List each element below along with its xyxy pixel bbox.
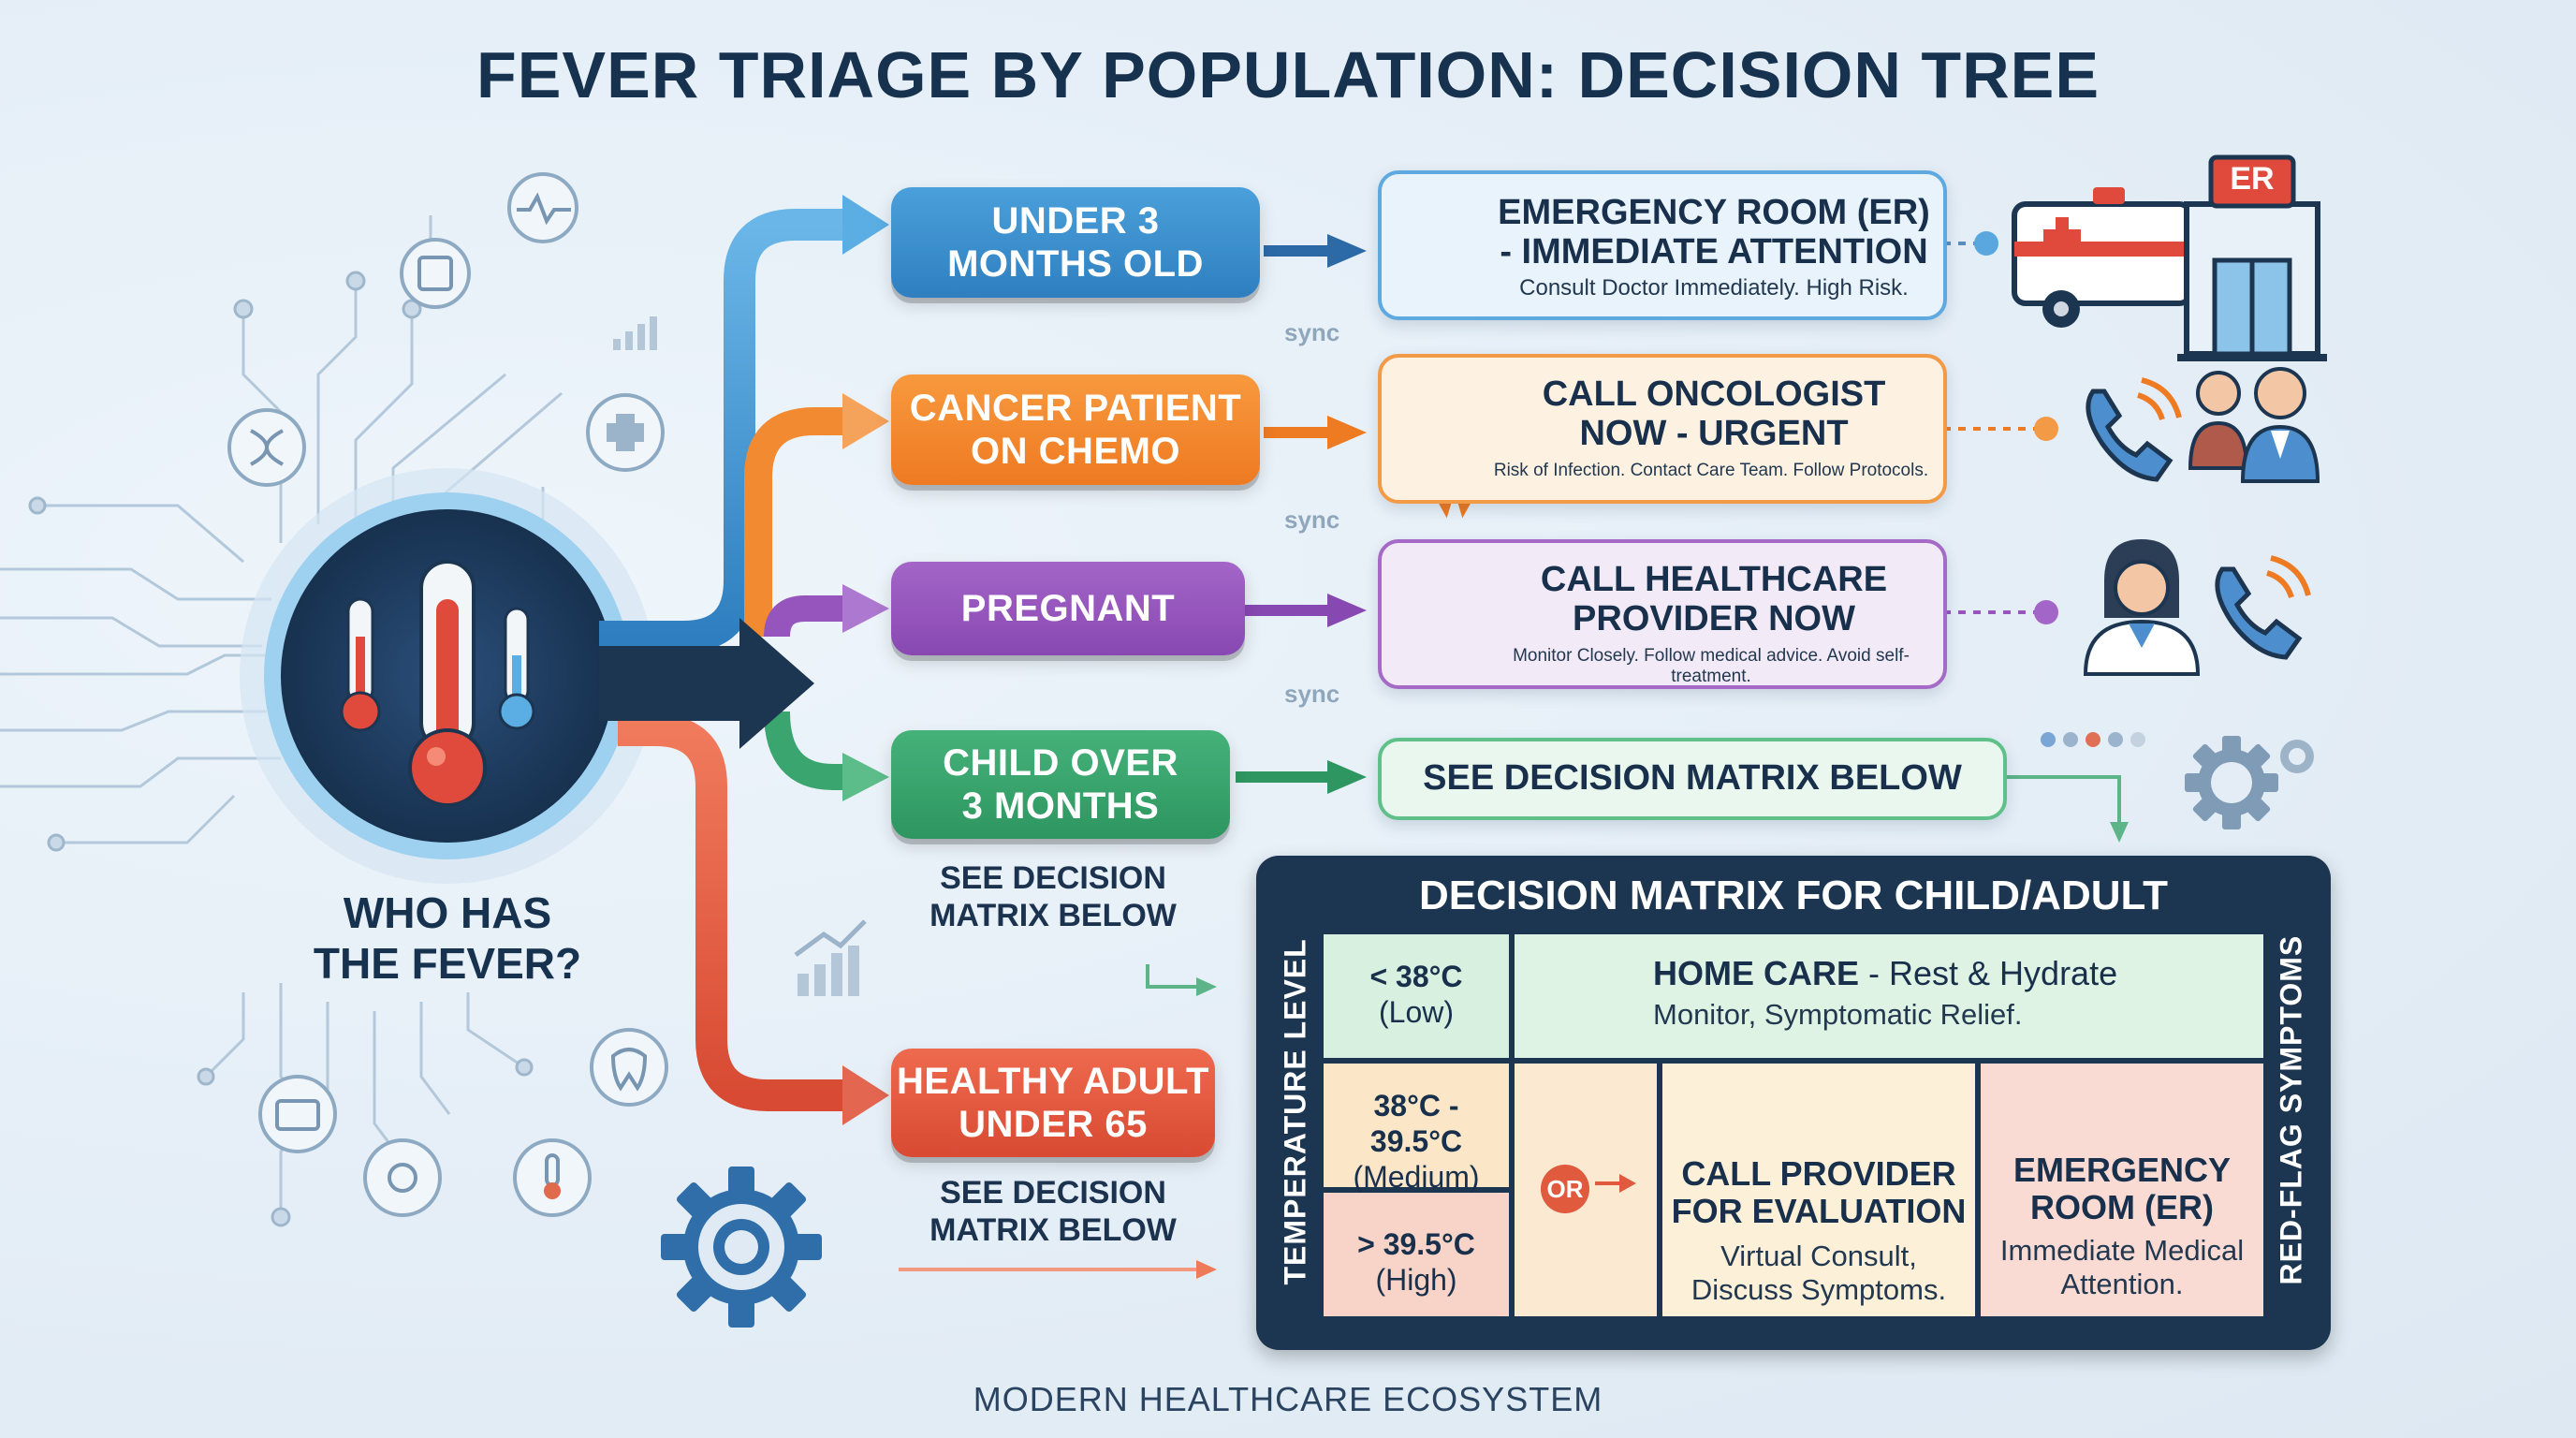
outcome-matrix-card[interactable]: SEE DECISION MATRIX BELOW [1378,738,2007,820]
thermometer-large-icon [408,560,487,807]
gear-right-icon [2185,736,2278,829]
medical-cross-icon [586,393,665,472]
temperature-level-label: TEMPERATURE LEVEL [1278,938,1312,1285]
tooth-icon [590,1028,668,1107]
or-arrow-head [1619,1174,1636,1193]
level-high-cell: > 39.5°C(High) [1324,1193,1509,1316]
phone-icon [2086,377,2182,482]
thermometer-right-icon [498,607,535,730]
matrix-title: DECISION MATRIX FOR CHILD/ADULT [1418,873,2169,918]
branch-green-arrow [764,711,889,801]
monitor-icon [258,1075,337,1153]
emergency-text: Immediate Medical Attention. [1999,1234,2245,1300]
home-care-text: Monitor, Symptomatic Relief. [1653,998,2023,1031]
connector-arrows [899,234,2129,1279]
population-child-over-3-months[interactable]: CHILD OVER 3 MONTHS [891,730,1230,839]
or-cell: OR [1515,1064,1657,1316]
adult-matrix-note: SEE DECISION MATRIX BELOW [929,1175,1177,1248]
progress-dots [2041,732,2145,747]
level-high: > 39.5°C(High) [1357,1227,1475,1297]
outcome-oncologist-subtitle: Risk of Infection. Contact Care Team. Fo… [1493,461,1929,480]
call-provider-text: Virtual Consult, Discuss Symptoms. [1690,1240,1947,1306]
call-provider-cell: CALL PROVIDER FOR EVALUATION Virtual Con… [1662,1064,1975,1316]
decision-matrix: DECISION MATRIX FOR CHILD/ADULT TEMPERAT… [1256,856,2331,1350]
outcome-provider-title: CALL HEALTHCARE PROVIDER NOW [1540,560,1888,638]
outcome-oncologist-card[interactable]: CALL ONCOLOGIST NOW - URGENT Risk of Inf… [1378,354,1947,504]
hub-main-arrow [599,618,814,749]
sync-label: sync [1284,318,1340,346]
or-badge: OR [1541,1165,1589,1213]
branch-purple-arrow [764,584,889,638]
level-low: < 38°C(Low) [1369,960,1463,1029]
root-question: WHO HAS THE FEVER? [313,888,582,988]
child-matrix-note: SEE DECISION MATRIX BELOW [929,860,1177,933]
home-care-cell: HOME CARE - Rest & Hydrate Monitor, Symp… [1515,934,2263,1058]
population-under-3-months[interactable]: UNDER 3 MONTHS OLD [891,187,1260,298]
outcome-provider-card[interactable]: CALL HEALTHCARE PROVIDER NOW Monitor Clo… [1378,539,1947,689]
footer: MODERN HEALTHCARE ECOSYSTEM [973,1380,1603,1418]
outcome-er-title: EMERGENCY ROOM (ER) - IMMEDIATE ATTENTIO… [1498,193,1930,271]
population-healthy-adult[interactable]: HEALTHY ADULT UNDER 65 [891,1049,1215,1157]
population-cancer-patient[interactable]: CANCER PATIENT ON CHEMO [891,374,1260,485]
phone-icon-2 [2215,555,2311,660]
dna-icon [227,408,306,487]
level-low-cell: < 38°C(Low) [1324,934,1509,1058]
branch-red-arrow [618,714,889,1125]
growth-chart-icon [794,919,867,996]
chip-icon [400,238,471,309]
level-medium-cell: 38°C - 39.5°C(Medium) [1324,1064,1509,1194]
level-medium: 38°C - 39.5°C(Medium) [1353,1089,1480,1194]
outcome-oncologist-title: CALL ONCOLOGIST NOW - URGENT [1542,374,1886,453]
or-arrow [1595,1181,1623,1185]
outcome-er-subtitle: Consult Doctor Immediately. High Risk. [1519,275,1909,301]
hospital-building-icon [2177,154,2327,361]
call-provider-title: CALL PROVIDER FOR EVALUATION [1671,1154,1967,1230]
gear-small-icon [363,1138,442,1217]
thermometer-left-icon [340,597,381,732]
thermometer-small-icon [513,1138,592,1217]
page-title: FEVER TRIAGE BY POPULATION: DECISION TRE… [476,38,2100,111]
branch-orange-arrow [744,393,889,637]
bar-chart-icon [613,316,657,350]
gear-large-icon [661,1167,822,1328]
population-pregnant[interactable]: PREGNANT [891,562,1245,655]
doctor-icon [2083,539,2201,676]
gear-tiny-icon [2280,740,2314,773]
er-sign: ER [2230,161,2275,197]
outcome-matrix-title: SEE DECISION MATRIX BELOW [1423,758,1962,798]
emergency-cell: EMERGENCY ROOM (ER) Immediate Medical At… [1981,1064,2263,1316]
home-care-title: HOME CARE - Rest & Hydrate [1653,954,2118,992]
outcome-er-card[interactable]: EMERGENCY ROOM (ER) - IMMEDIATE ATTENTIO… [1378,170,1947,320]
red-flag-symptoms-label: RED-FLAG SYMPTOMS [2274,934,2308,1285]
branch-blue-arrow [599,195,889,653]
emergency-title: EMERGENCY ROOM (ER) [2012,1151,2232,1226]
care-team-icon [2188,367,2320,483]
sync-label: sync [1284,506,1340,534]
outcome-provider-subtitle: Monitor Closely. Follow medical advice. … [1513,646,1910,686]
sync-label: sync [1284,680,1340,708]
heartbeat-icon [507,172,578,243]
